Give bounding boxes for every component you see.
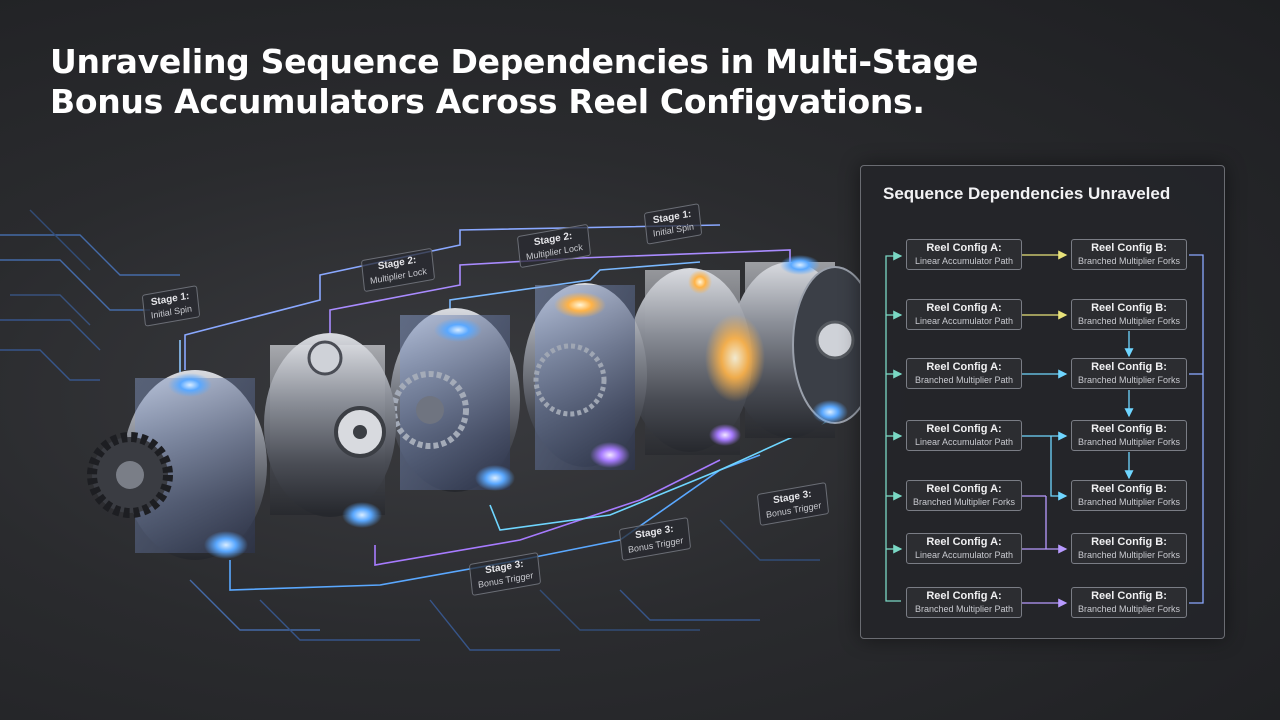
node-title: Reel Config A:	[926, 242, 1002, 254]
reel-cylinder-1	[87, 370, 267, 560]
node-title: Reel Config B:	[1091, 361, 1167, 373]
node-subtitle: Branched Multiplier Forks	[1077, 375, 1181, 385]
node-title: Reel Config A:	[926, 361, 1002, 373]
reel-cylinder-4	[523, 283, 647, 470]
node-config-b-5: Reel Config B: Branched Multiplier Forks	[1071, 480, 1187, 511]
title-line-1: Unraveling Sequence Dependencies in Mult…	[50, 42, 979, 81]
node-config-a-5: Reel Config A: Branched Multiplier Forks	[906, 480, 1022, 511]
reel-cylinder-3	[390, 308, 520, 492]
node-config-b-2: Reel Config B: Branched Multiplier Forks	[1071, 299, 1187, 330]
node-title: Reel Config A:	[926, 483, 1002, 495]
node-subtitle: Branched Multiplier Forks	[1077, 316, 1181, 326]
node-subtitle: Linear Accumulator Path	[914, 550, 1014, 560]
node-subtitle: Linear Accumulator Path	[914, 437, 1014, 447]
node-title: Reel Config A:	[926, 423, 1002, 435]
node-title: Reel Config B:	[1091, 242, 1167, 254]
reel-cylinder-5	[628, 268, 765, 455]
node-config-a-7: Reel Config A: Branched Multiplier Path	[906, 587, 1022, 618]
reel-mechanism-illustration	[0, 209, 860, 651]
node-subtitle: Branched Multiplier Forks	[1077, 437, 1181, 447]
title-line-2: Bonus Accumulators Across Reel Configvat…	[50, 82, 925, 121]
node-subtitle: Linear Accumulator Path	[914, 256, 1014, 266]
node-title: Reel Config A:	[926, 536, 1002, 548]
node-title: Reel Config B:	[1091, 536, 1167, 548]
page-title: Unraveling Sequence Dependencies in Mult…	[50, 42, 1050, 122]
reel-cylinder-2	[264, 333, 396, 528]
panel-title: Sequence Dependencies Unraveled	[883, 184, 1171, 203]
node-subtitle: Branched Multiplier Forks	[912, 497, 1016, 507]
node-config-a-1: Reel Config A: Linear Accumulator Path	[906, 239, 1022, 270]
node-subtitle: Branched Multiplier Forks	[1077, 550, 1181, 560]
node-config-a-6: Reel Config A: Linear Accumulator Path	[906, 533, 1022, 564]
node-subtitle: Branched Multiplier Forks	[1077, 256, 1181, 266]
node-subtitle: Linear Accumulator Path	[914, 316, 1014, 326]
node-title: Reel Config A:	[926, 302, 1002, 314]
node-subtitle: Branched Multiplier Path	[914, 604, 1014, 614]
flow-arrows	[885, 250, 1204, 608]
node-title: Reel Config B:	[1091, 302, 1167, 314]
node-title: Reel Config B:	[1091, 483, 1167, 495]
node-config-a-3: Reel Config A: Branched Multiplier Path	[906, 358, 1022, 389]
node-title: Reel Config B:	[1091, 423, 1167, 435]
node-subtitle: Branched Multiplier Forks	[1077, 497, 1181, 507]
node-config-b-3: Reel Config B: Branched Multiplier Forks	[1071, 358, 1187, 389]
node-config-b-4: Reel Config B: Branched Multiplier Forks	[1071, 420, 1187, 451]
node-subtitle: Branched Multiplier Forks	[1077, 604, 1181, 614]
node-subtitle: Branched Multiplier Path	[914, 375, 1014, 385]
node-title: Reel Config B:	[1091, 590, 1167, 602]
reel-cylinder-6	[730, 255, 860, 438]
node-config-b-6: Reel Config B: Branched Multiplier Forks	[1071, 533, 1187, 564]
node-title: Reel Config A:	[926, 590, 1002, 602]
node-config-b-7: Reel Config B: Branched Multiplier Forks	[1071, 587, 1187, 618]
circuit-traces	[0, 209, 820, 651]
node-config-a-2: Reel Config A: Linear Accumulator Path	[906, 299, 1022, 330]
node-config-b-1: Reel Config B: Branched Multiplier Forks	[1071, 239, 1187, 270]
node-config-a-4: Reel Config A: Linear Accumulator Path	[906, 420, 1022, 451]
dependency-panel: Sequence Dependencies Unraveled	[860, 165, 1225, 639]
